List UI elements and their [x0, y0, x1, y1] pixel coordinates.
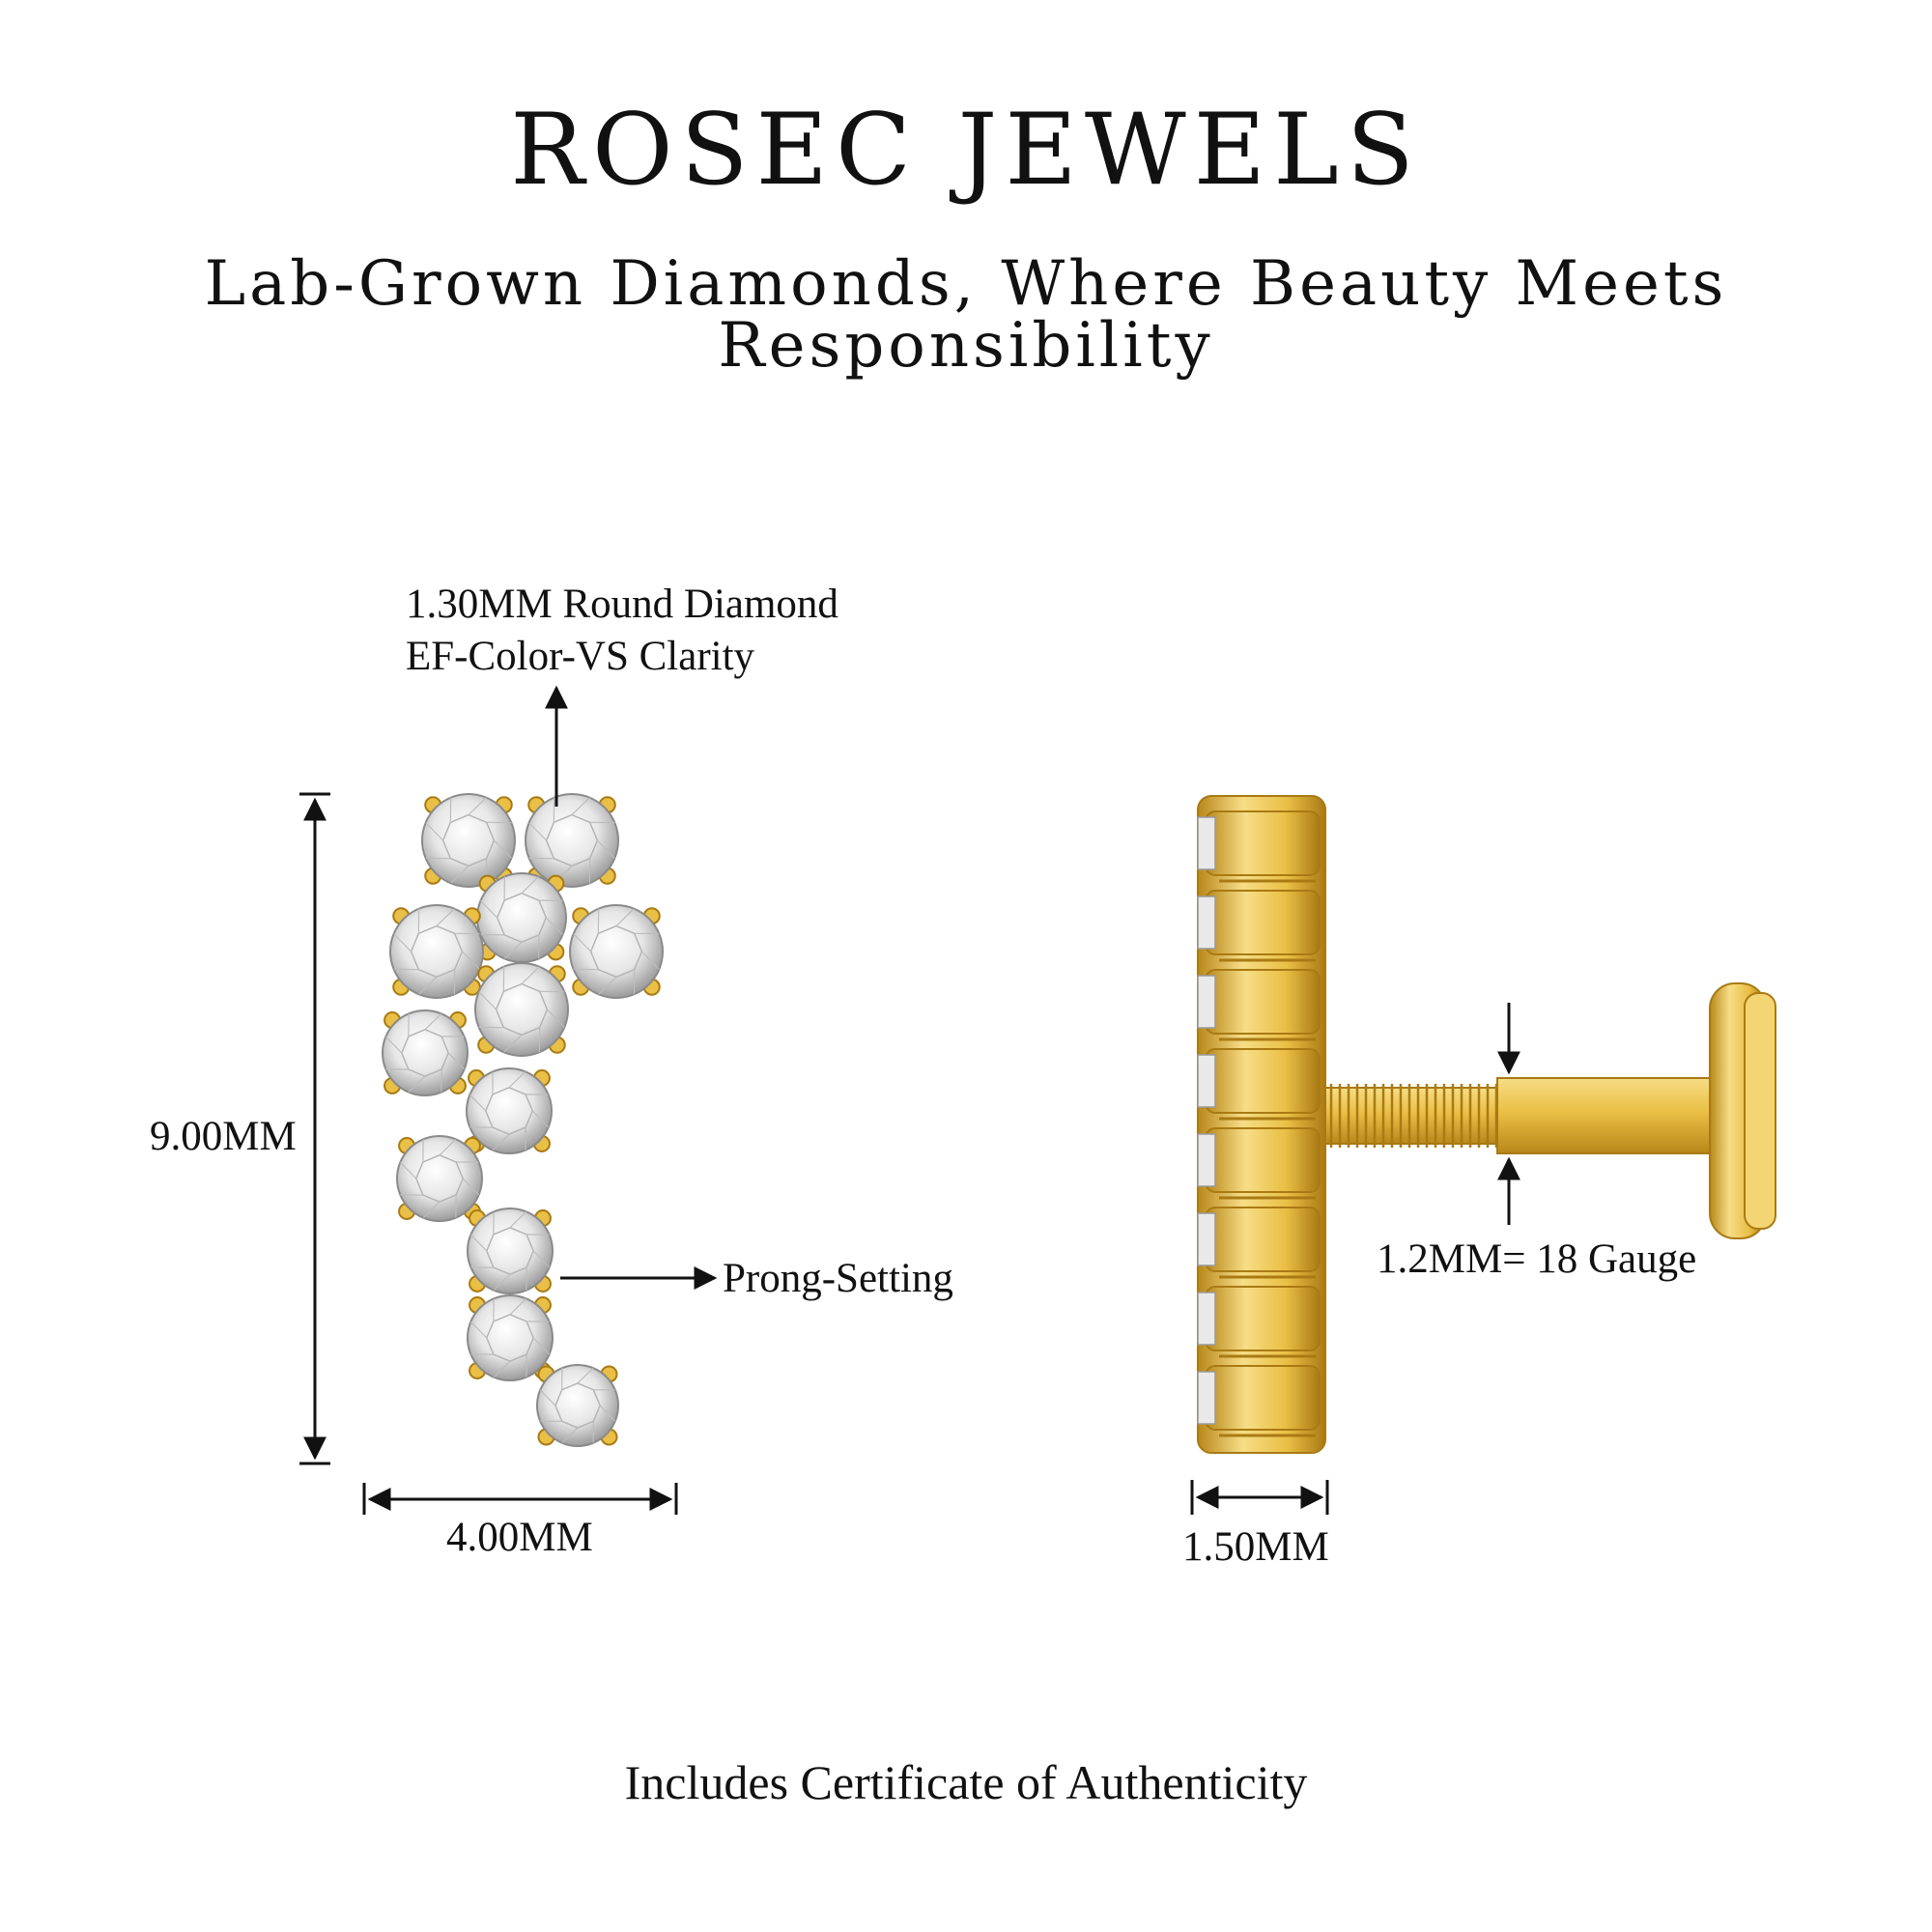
prong-setting-label: Prong-Setting: [723, 1256, 953, 1301]
height-dimension: [299, 792, 330, 1465]
round-diamond: [421, 793, 516, 888]
side-setting-cup: [1197, 969, 1321, 1041]
round-diamond: [396, 1135, 483, 1222]
side-setting-cup: [1197, 1365, 1321, 1437]
height-label: 9.00MM: [150, 1114, 297, 1159]
depth-dimension: [1190, 1480, 1329, 1515]
side-setting-cup: [1197, 1048, 1321, 1121]
side-setting-cup: [1197, 890, 1321, 962]
width-dimension: [362, 1483, 678, 1515]
certificate-note: Includes Certificate of Authenticity: [624, 1755, 1308, 1809]
diamond-cluster: [382, 793, 664, 1447]
round-diamond: [382, 1009, 469, 1096]
stone-spec-line2: EF-Color-VS Clarity: [406, 634, 755, 679]
stone-spec-line1: 1.30MM Round Diamond: [406, 582, 838, 627]
width-label: 4.00MM: [446, 1515, 593, 1560]
side-setting-cup: [1197, 810, 1321, 883]
depth-label: 1.50MM: [1182, 1524, 1329, 1570]
gauge-label: 1.2MM= 18 Gauge: [1377, 1236, 1697, 1282]
side-setting-cup: [1197, 1207, 1321, 1279]
round-diamond: [389, 904, 484, 999]
round-diamond: [474, 962, 569, 1057]
tagline: Lab-Grown Diamonds, Where Beauty Meets R…: [204, 248, 1728, 382]
side-view-earring: [1197, 795, 1776, 1454]
side-setting-cup: [1197, 1127, 1321, 1200]
side-setting-cup: [1197, 1286, 1321, 1358]
round-diamond: [467, 1208, 554, 1294]
round-diamond: [525, 793, 619, 888]
brand-title: ROSEC JEWELS: [510, 93, 1422, 208]
round-diamond: [569, 904, 664, 999]
round-diamond: [476, 872, 567, 963]
round-diamond: [467, 1294, 554, 1381]
round-diamond: [536, 1364, 619, 1447]
